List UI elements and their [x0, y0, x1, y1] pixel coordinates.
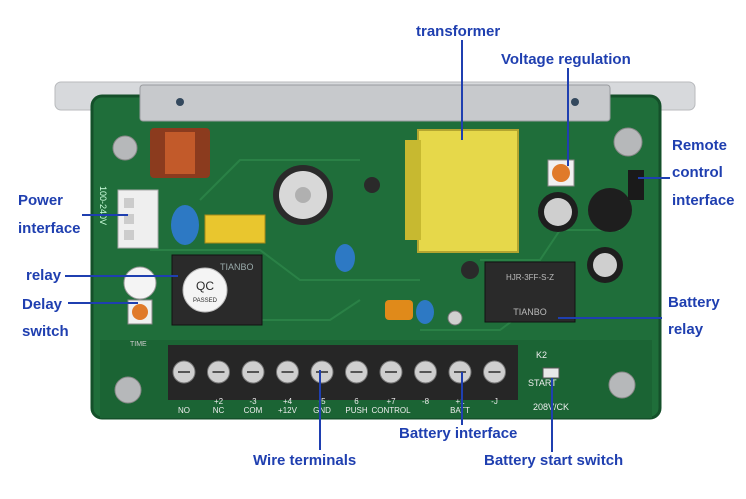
terminal-number: +7: [386, 397, 396, 406]
label-delay-line2: switch: [22, 323, 69, 340]
delay-pot: [132, 304, 148, 320]
heatsink: [139, 84, 611, 122]
voltage-pot: [552, 164, 570, 182]
label-relay: relay: [26, 267, 62, 284]
label-power-line2: interface: [18, 220, 81, 237]
label-wire-terminals: Wire terminals: [253, 452, 357, 469]
qc-passed: PASSED: [193, 298, 218, 304]
qc-label: QC: [196, 279, 214, 293]
terminal-label: COM: [244, 406, 263, 415]
relay-right-model: HJR-3FF-S-Z: [506, 273, 554, 282]
label-battery-interface: Battery interface: [399, 425, 518, 442]
time-text: TIME: [130, 341, 147, 348]
callout-lines: [65, 40, 670, 452]
terminal-label: GND: [313, 406, 331, 415]
label-remote-line3: interface: [672, 192, 735, 209]
film-capacitor: [204, 214, 266, 244]
remote-connector: [628, 170, 644, 200]
label-power-line1: Power: [18, 192, 64, 209]
battery-start-switch-part: [542, 367, 560, 379]
terminal-number: +1: [455, 397, 465, 406]
label-remote-line2: control: [672, 164, 723, 181]
label-voltage-regulation: Voltage regulation: [501, 51, 631, 68]
terminal-number: +4: [283, 397, 293, 406]
label-battery-relay-line1: Battery: [668, 294, 720, 311]
start-text: START: [528, 378, 557, 388]
terminal-label: +12V: [278, 406, 298, 415]
mount-hole: [613, 127, 643, 157]
terminal-number: 6: [354, 397, 359, 406]
terminal-number: +2: [214, 397, 224, 406]
mount-hole: [608, 371, 636, 399]
k2-text: K2: [536, 350, 547, 360]
relay-left-brand: TIANBO: [220, 262, 254, 272]
terminal-number: -3: [249, 397, 257, 406]
relay-right-brand: TIANBO: [513, 307, 547, 317]
terminal-number: -J: [491, 397, 498, 406]
terminal-number: -8: [422, 397, 430, 406]
label-remote-line1: Remote: [672, 137, 728, 154]
board-side-text: 100-240V: [98, 186, 108, 225]
label-battery-start-switch: Battery start switch: [484, 452, 624, 469]
transformer-body: [417, 129, 519, 253]
relay-right: [484, 261, 576, 323]
terminal-number: -5: [318, 397, 326, 406]
label-delay-line1: Delay: [22, 296, 63, 313]
mount-hole: [114, 376, 142, 404]
terminal-label: BATT: [450, 406, 470, 415]
terminal-label: NC: [213, 406, 225, 415]
terminal-label: PUSH: [345, 406, 367, 415]
label-transformer: transformer: [416, 23, 501, 40]
terminal-label: NO: [178, 406, 190, 415]
label-battery-relay-line2: relay: [668, 321, 704, 338]
mount-hole: [112, 135, 138, 161]
terminal-label: CONTROL: [371, 406, 411, 415]
